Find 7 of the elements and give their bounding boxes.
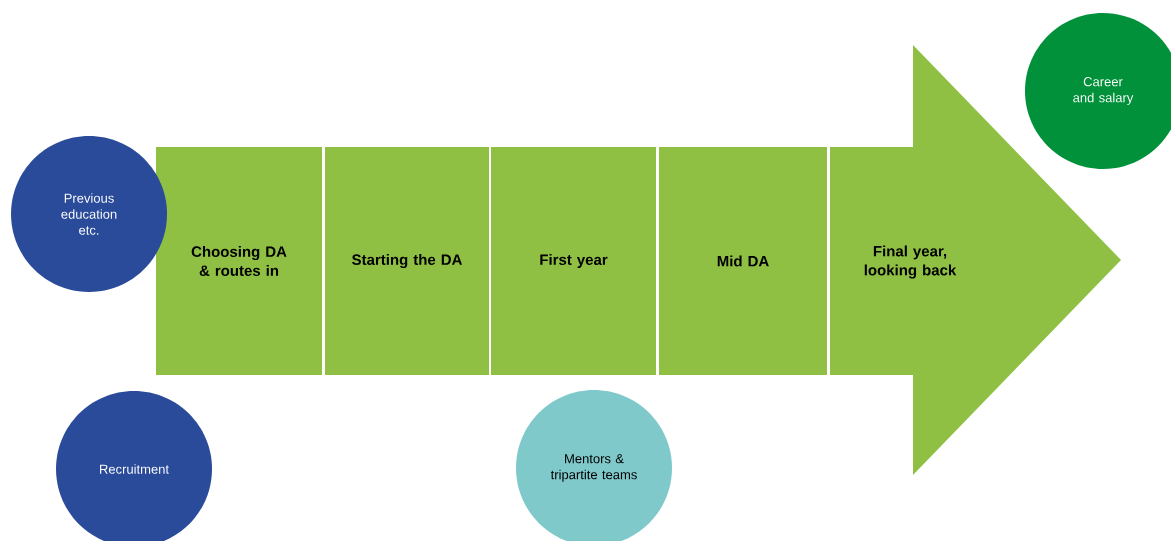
stage-box: Mid DA bbox=[659, 147, 827, 375]
stage-box: First year bbox=[491, 147, 656, 375]
stage-box: Choosing DA & routes in bbox=[156, 147, 322, 375]
circle-node: Previous education etc. bbox=[11, 136, 167, 292]
node-label: First year bbox=[540, 254, 608, 268]
stage-box: Starting the DA bbox=[325, 147, 489, 375]
node-label: Starting the DA bbox=[352, 253, 463, 269]
